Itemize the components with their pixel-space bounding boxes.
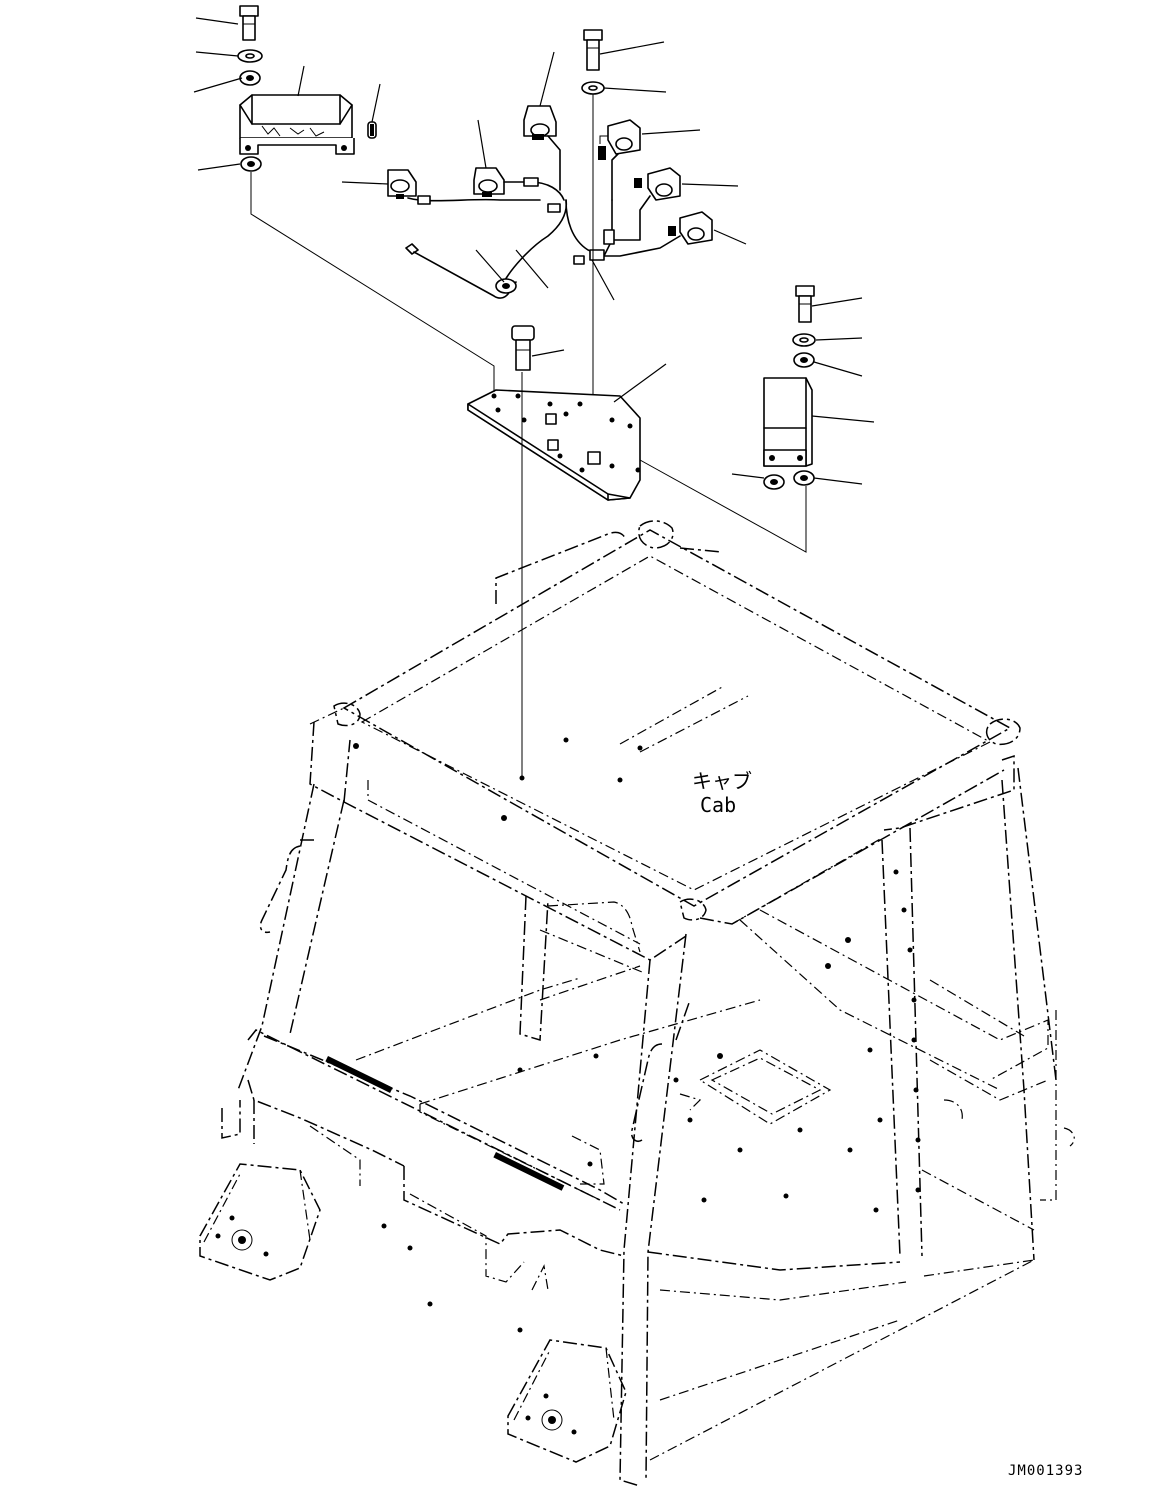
bolt-bracket [511, 325, 535, 371]
switch-upper [523, 105, 557, 140]
nut-top-left [239, 70, 261, 86]
drawing-code: JM001393 [1008, 1463, 1083, 1479]
fuse-clip [367, 121, 377, 139]
nut-right-lower-a [763, 474, 785, 490]
cab-label-jp: キャブ [692, 769, 752, 793]
nut-right [793, 352, 815, 368]
bolt-top-left [239, 5, 259, 41]
switch-left [387, 169, 417, 199]
switch-right-3 [668, 211, 713, 245]
mounting-bracket [467, 389, 641, 501]
washer-top-center [581, 81, 605, 95]
switch-center [473, 167, 505, 197]
relay-box [239, 94, 355, 155]
switch-right-2 [634, 167, 681, 201]
washer-right [792, 333, 816, 347]
cab-label-en: Cab [700, 793, 736, 817]
bolt-top-center [583, 29, 603, 71]
switch-right-1 [599, 119, 641, 155]
nut-right-lower-b [793, 470, 815, 486]
cover-box-right [763, 377, 813, 467]
nut-below-relay [240, 156, 262, 172]
cab-frame [199, 520, 1075, 1487]
bolt-right [795, 285, 815, 323]
washer-top-left [237, 49, 263, 63]
